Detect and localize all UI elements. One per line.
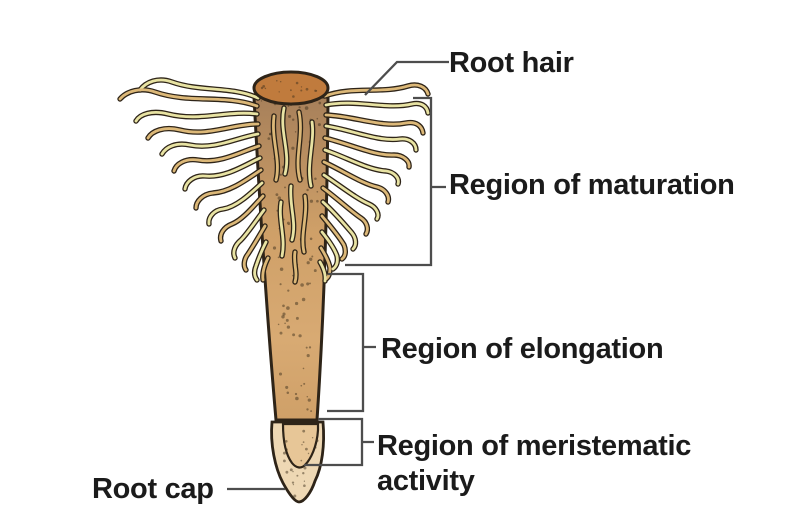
root-top-speckles: [260, 79, 318, 98]
root-cap-speckles: [282, 429, 319, 498]
root-hairs: [118, 78, 430, 284]
annotation-lines: [227, 60, 449, 491]
elongation-bracket: [327, 272, 376, 413]
label-root-cap: Root cap: [92, 473, 214, 505]
label-root-hair: Root hair: [449, 47, 574, 79]
label-region-of-elongation: Region of elongation: [381, 333, 664, 365]
meristematic-bracket: [304, 417, 374, 467]
root-top-surface: [252, 70, 330, 106]
maturation-bracket: [345, 96, 446, 267]
root-hair-leader-line: [364, 60, 449, 96]
root-cap-inner: [281, 422, 320, 469]
label-region-of-maturation: Region of maturation: [449, 169, 735, 201]
label-region-of-meristematic-activity: Region of meristematic activity: [377, 430, 692, 498]
